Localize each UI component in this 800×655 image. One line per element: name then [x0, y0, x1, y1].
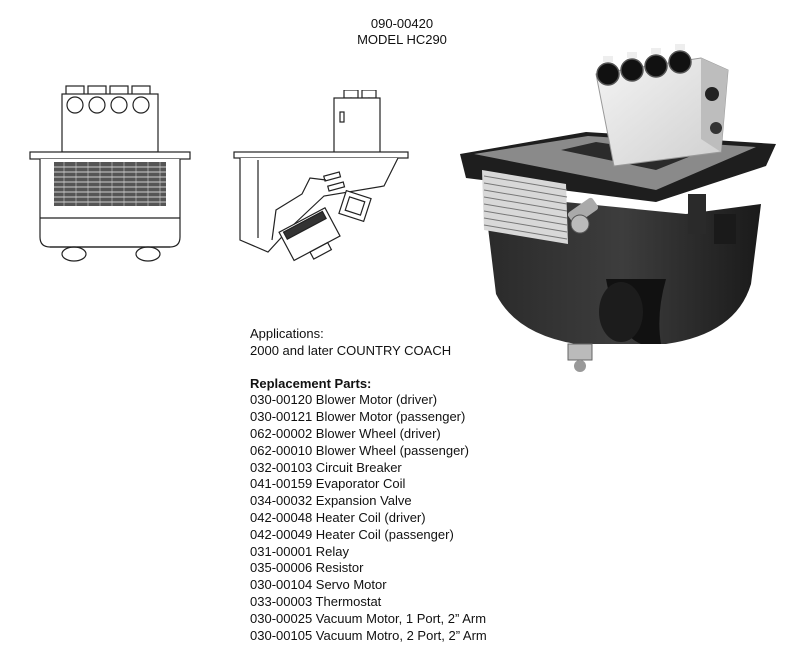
part-item: 042-00048 Heater Coil (driver) — [250, 509, 426, 525]
model-name: MODEL HC290 — [357, 32, 447, 47]
part-item: 042-00049 Heater Coil (passenger) — [250, 526, 454, 542]
part-item: 030-00104 Servo Motor — [250, 577, 387, 593]
product-info: Applications: 2000 and later COUNTRY COA… — [250, 326, 550, 644]
part-item: 033-00003 Thermostat — [250, 593, 382, 609]
part-item: 030-00120 Blower Motor (driver) — [250, 392, 438, 408]
part-item: 030-00121 Blower Motor (passenger) — [250, 409, 466, 425]
replacement-parts-heading: Replacement Parts: — [250, 375, 372, 391]
product-photo — [460, 44, 776, 372]
part-item: 062-00010 Blower Wheel (passenger) — [250, 442, 469, 458]
part-item: 062-00002 Blower Wheel (driver) — [250, 425, 441, 441]
part-item: 035-00006 Resistor — [250, 560, 364, 576]
side-view-drawing — [233, 90, 409, 262]
part-item: 031-00001 Relay — [250, 543, 350, 559]
part-item: 030-00105 Vacuum Motro, 2 Port, 2” Arm — [250, 627, 487, 643]
part-item: 030-00025 Vacuum Motor, 1 Port, 2” Arm — [250, 610, 487, 626]
part-number: 090-00420 — [370, 16, 434, 31]
applications-heading: Applications: — [250, 326, 324, 341]
front-view-drawing — [29, 85, 191, 262]
part-item: 032-00103 Circuit Breaker — [250, 459, 402, 475]
part-item: 034-00032 Expansion Valve — [250, 493, 412, 509]
replacement-parts-list: 030-00120 Blower Motor (driver) 030-0012… — [250, 392, 550, 644]
applications-value: 2000 and later COUNTRY COACH — [250, 342, 452, 358]
part-item: 041-00159 Evaporator Coil — [250, 476, 406, 492]
product-header: 090-00420 MODEL HC290 — [322, 16, 482, 48]
